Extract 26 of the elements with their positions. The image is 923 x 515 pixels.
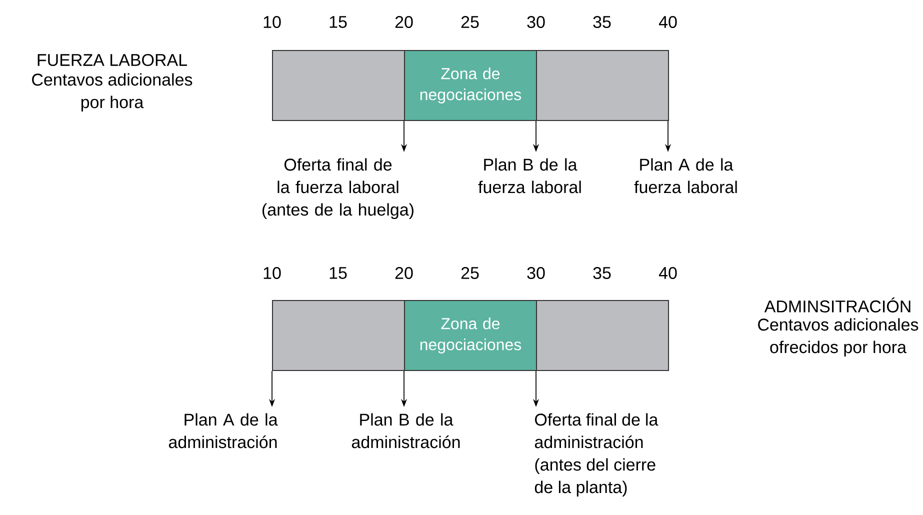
tick-label: 40 bbox=[658, 266, 677, 280]
outcome-label: Plan A de la fuerza laboral bbox=[634, 158, 737, 194]
negotiation-zone: Zona de negociaciones bbox=[404, 300, 537, 371]
tick-label: 30 bbox=[527, 16, 545, 28]
outcome-label: Plan A de la administración bbox=[168, 413, 278, 448]
party-heading: FUERZA LABORAL bbox=[38, 54, 187, 66]
tick-label: 25 bbox=[461, 266, 479, 280]
tick-label: 25 bbox=[461, 16, 479, 28]
tick-label: 35 bbox=[593, 16, 611, 28]
tick-label: 15 bbox=[330, 16, 347, 28]
tick-label: 20 bbox=[395, 266, 413, 280]
outcome-label: Plan B de la fuerza laboral bbox=[478, 158, 581, 194]
tick-label: 10 bbox=[264, 266, 281, 280]
party-heading: ADMINSITRACIÓN bbox=[764, 298, 910, 312]
tick-label: 10 bbox=[264, 16, 281, 28]
party-description: Centavos adicionales por hora bbox=[32, 73, 192, 112]
outcome-label: Oferta final de la administración (antes del cierre de la planta) bbox=[534, 413, 658, 497]
party-description: Centavos adicionales ofrecidos por hora bbox=[758, 318, 918, 357]
outcome-label: Plan B de la administración bbox=[352, 413, 460, 448]
tick-label: 40 bbox=[658, 16, 677, 28]
tick-label: 20 bbox=[395, 16, 413, 28]
tick-label: 15 bbox=[330, 267, 347, 279]
negotiation-zone: Zona de negociaciones bbox=[404, 50, 537, 121]
tick-label: 30 bbox=[527, 266, 545, 280]
tick-label: 35 bbox=[593, 266, 611, 280]
outcome-label: Oferta final de la fuerza laboral (antes de la huelga) bbox=[262, 158, 414, 220]
